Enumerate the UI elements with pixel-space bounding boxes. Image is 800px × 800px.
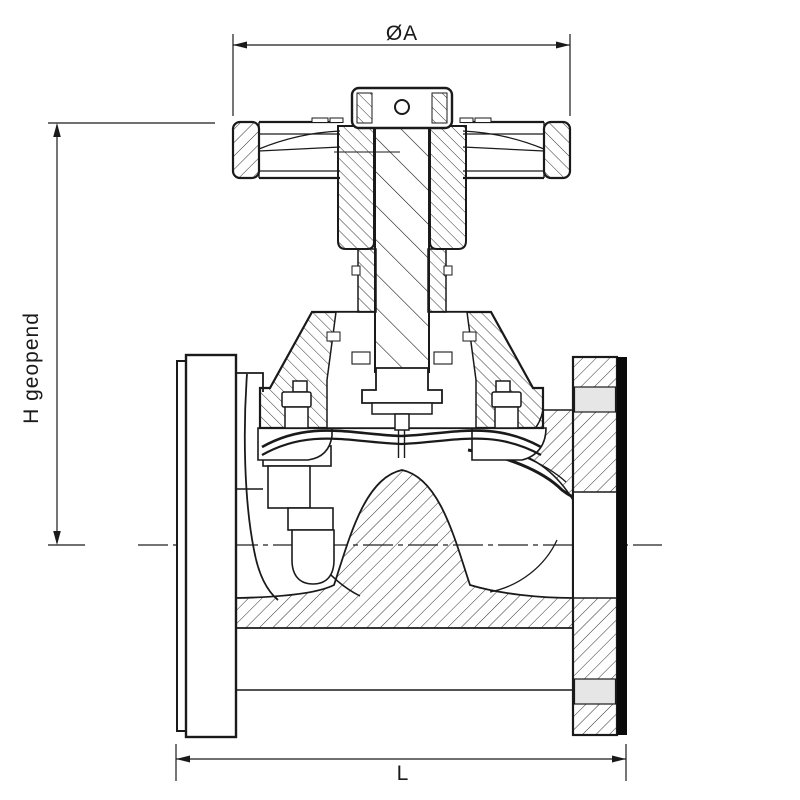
handwheel xyxy=(231,86,572,180)
handwheel-hub xyxy=(334,86,454,153)
bonnet-bolt-right xyxy=(491,380,522,429)
dimension-length: L xyxy=(175,744,627,785)
dimension-length-label: L xyxy=(397,762,410,785)
arrowhead-up xyxy=(53,123,61,137)
left-flange-raised-face xyxy=(176,360,187,732)
dimension-height-label: H geopend xyxy=(20,312,43,424)
drain-boss xyxy=(291,529,335,585)
handwheel-rim-left xyxy=(231,117,344,180)
stem-bushing-left xyxy=(357,248,377,313)
bolt-hole-lower xyxy=(573,678,617,705)
hub-wall-right xyxy=(429,125,467,250)
arrowhead-left xyxy=(176,755,190,763)
dimension-diameter-label: ØA xyxy=(386,22,418,45)
hub-wall-left xyxy=(337,125,375,250)
arrowhead-down xyxy=(53,531,61,545)
spoke-curve xyxy=(258,130,341,150)
stem-hub xyxy=(337,125,467,313)
dimension-height-open: H geopend xyxy=(20,122,215,546)
right-flange-bore-window xyxy=(574,492,616,598)
right-flange-gasket-face xyxy=(617,357,627,735)
bonnet-bolt-left xyxy=(281,380,312,429)
compressor xyxy=(361,367,443,431)
body-clamp-right xyxy=(471,427,547,461)
spindle-section xyxy=(374,95,430,373)
dimension-diameter-a: ØA xyxy=(232,22,571,116)
left-flange-plate xyxy=(184,353,238,739)
bolt-hole-upper xyxy=(573,386,617,413)
right-flange xyxy=(571,355,627,737)
arrowhead-right xyxy=(556,41,570,49)
spindle xyxy=(374,95,430,373)
body-clamp-left xyxy=(257,427,333,461)
handwheel-rim-right xyxy=(459,117,572,180)
arrowhead-left xyxy=(233,41,247,49)
hub-pin-hole xyxy=(394,99,410,115)
arrowhead-right xyxy=(612,755,626,763)
stem-bushing-right xyxy=(427,248,447,313)
left-flange xyxy=(176,353,238,739)
body-section-weir xyxy=(235,469,574,629)
diaphragm xyxy=(261,429,542,458)
diaphragm-stud xyxy=(394,413,410,431)
